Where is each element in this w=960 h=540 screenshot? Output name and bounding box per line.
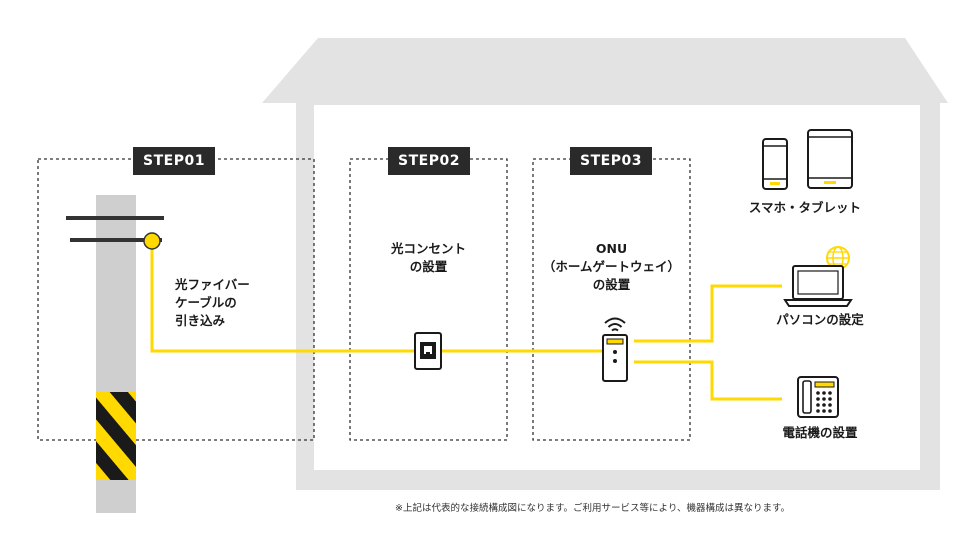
step01-label-line1: 光ファイバー: [175, 277, 250, 292]
house-roof: [262, 38, 948, 103]
phone-label: 電話機の設置: [782, 425, 858, 440]
laptop-icon: [783, 246, 853, 307]
step03-label-line1: ONU: [595, 241, 628, 256]
outlet-icon: [414, 332, 442, 370]
smartphone-tablet-label: スマホ・タブレット: [748, 200, 862, 215]
pc-cable: [634, 284, 782, 343]
step03-badge: STEP03: [570, 147, 652, 175]
pc-label: パソコンの設定: [776, 312, 864, 327]
step01-badge: STEP01: [133, 147, 215, 175]
footnote: ※上記は代表的な接続構成図になります。ご利用サービス等により、機器構成は異なりま…: [395, 503, 790, 514]
step03-label: ONU （ホームゲートウェイ） の設置: [533, 240, 690, 294]
step02-label-line1: 光コンセント: [390, 241, 466, 256]
tablet-icon: [807, 129, 853, 189]
pole-hazard-stripes: [96, 392, 136, 480]
step03-label-line2: （ホームゲートウェイ）: [542, 259, 681, 274]
telephone-icon: [797, 376, 839, 418]
phone-cable: [634, 360, 782, 401]
router-icon: [602, 317, 628, 382]
pole-crossbar-bottom: [70, 238, 162, 242]
pole-crossbar-top: [66, 216, 164, 220]
wifi-icon: [604, 317, 626, 324]
step01-label: 光ファイバー ケーブルの 引き込み: [175, 276, 295, 330]
globe-icon: [826, 246, 850, 270]
step02-label: 光コンセント の設置: [350, 240, 507, 276]
step02-label-line2: の設置: [409, 259, 448, 274]
fiber-cable: [150, 244, 415, 353]
step03-label-line3: の設置: [592, 277, 631, 292]
cable-anchor-dot: [143, 232, 161, 250]
step01-label-line3: 引き込み: [175, 313, 226, 328]
smartphone-icon: [762, 138, 788, 190]
step02-badge: STEP02: [388, 147, 470, 175]
step01-label-line2: ケーブルの: [175, 295, 237, 310]
